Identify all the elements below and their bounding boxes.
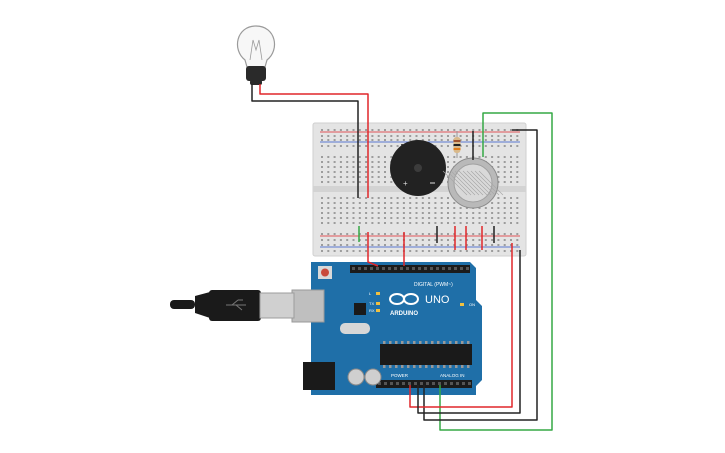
board-model-label: UNO <box>425 294 450 306</box>
analog-pins-label: ANALOG IN <box>440 373 465 378</box>
wire-bulb-red[interactable] <box>259 84 369 198</box>
wire-green-sensor[interactable] <box>439 112 553 431</box>
wire-black-right-2[interactable] <box>417 250 521 414</box>
power-pins-label: POWER <box>391 373 409 378</box>
gas-sensor[interactable] <box>442 157 504 209</box>
arduino-uno-board[interactable]: ARDUINO UNO DIGITAL (PWM~) POWER ANALOG … <box>291 262 482 395</box>
rx-led-label: RX <box>369 308 375 313</box>
board-brand-label: ARDUINO <box>390 311 418 317</box>
wire-red-right[interactable] <box>409 243 513 408</box>
resistor[interactable] <box>453 131 461 158</box>
l-led-label: L <box>369 291 372 296</box>
digital-pins-label: DIGITAL (PWM~) <box>414 282 453 288</box>
wire-black-right[interactable] <box>423 129 538 421</box>
wires[interactable] <box>251 84 553 431</box>
wire-bulb-black[interactable] <box>251 84 359 198</box>
tx-led-label: TX <box>369 301 374 306</box>
on-led-label: ON <box>469 302 475 307</box>
piezo-buzzer[interactable]: + <box>390 140 446 196</box>
wire-red-digital[interactable] <box>367 232 379 267</box>
arduino-logo-icon <box>389 293 419 305</box>
buzzer-plus-label: + <box>403 179 408 188</box>
usb-symbol-icon <box>226 299 246 311</box>
light-bulb-icon[interactable] <box>236 25 276 85</box>
usb-cable[interactable] <box>170 290 295 321</box>
